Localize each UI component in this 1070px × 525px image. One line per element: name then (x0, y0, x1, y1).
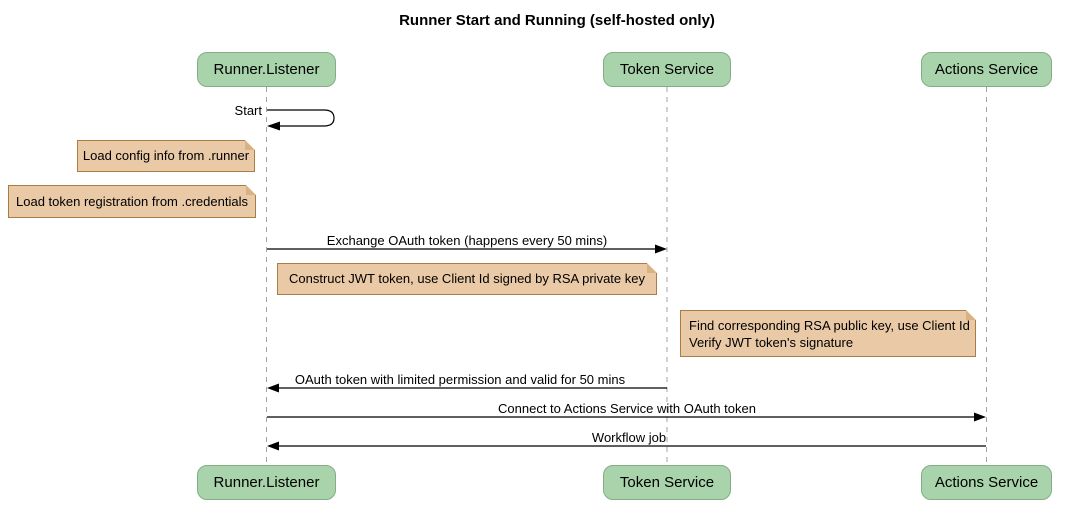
participant-actions-service-bottom: Actions Service (921, 465, 1052, 500)
message-label-connect-actions: Connect to Actions Service with OAuth to… (498, 401, 756, 416)
arrowhead-self-message (267, 121, 280, 131)
note-verify-jwt-line-2: Verify JWT token's signature (689, 335, 854, 350)
arrowhead-oauth-token-return (267, 383, 279, 393)
message-label-workflow-job: Workflow job (591, 430, 667, 445)
message-label-oauth-token-return: OAuth token with limited permission and … (294, 372, 626, 387)
arrowhead-exchange-oauth (655, 244, 667, 254)
participant-token-service-top: Token Service (603, 52, 731, 87)
participant-runner-listener-top: Runner.Listener (197, 52, 336, 87)
arrowhead-workflow-job (267, 441, 279, 451)
note-verify-jwt: Find corresponding RSA public key, use C… (680, 310, 976, 357)
note-verify-jwt-line-1: Find corresponding RSA public key, use C… (689, 318, 970, 333)
self-message-arrow-start (267, 109, 335, 127)
message-label-exchange-oauth: Exchange OAuth token (happens every 50 m… (326, 233, 608, 248)
note-load-token-registration: Load token registration from .credential… (8, 185, 256, 218)
participant-runner-listener-bottom: Runner.Listener (197, 465, 336, 500)
note-construct-jwt: Construct JWT token, use Client Id signe… (277, 263, 657, 295)
participant-token-service-bottom: Token Service (603, 465, 731, 500)
self-message-label-start: Start (234, 103, 262, 118)
note-load-config: Load config info from .runner (77, 140, 255, 172)
diagram-title: Runner Start and Running (self-hosted on… (399, 12, 715, 29)
arrowhead-connect-actions (974, 412, 986, 422)
participant-actions-service-top: Actions Service (921, 52, 1052, 87)
